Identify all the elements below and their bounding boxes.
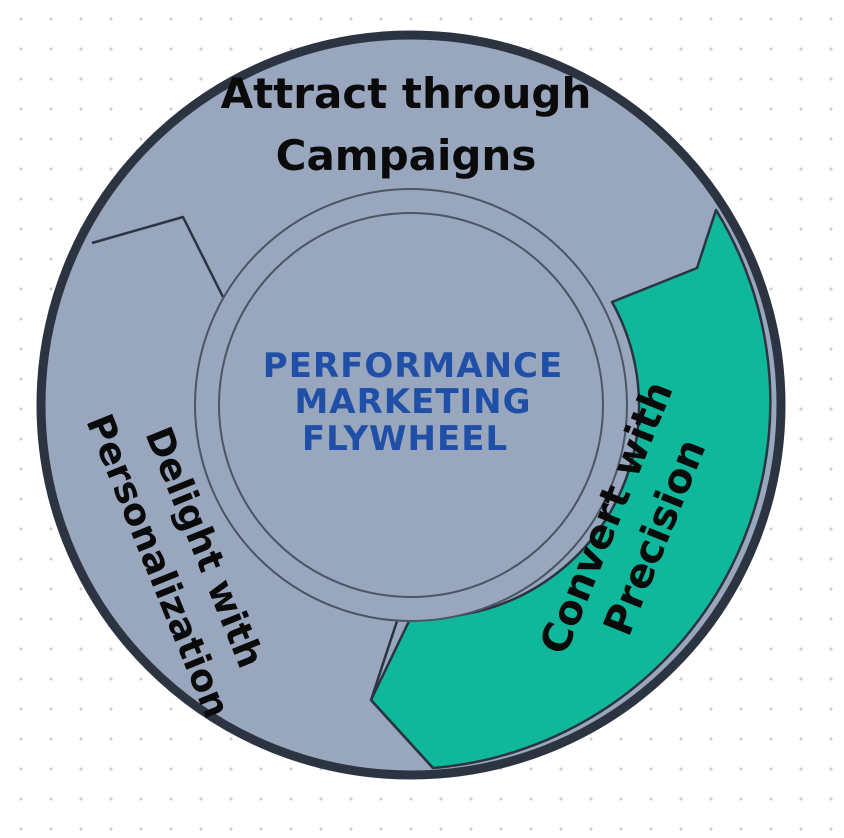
center-title-line-3: FLYWHEEL xyxy=(302,419,508,459)
segment-divider-attract-delight xyxy=(91,215,225,298)
center-title-line-2: MARKETING xyxy=(294,382,531,422)
convert-segment xyxy=(369,208,772,770)
center-title-line-1: PERFORMANCE xyxy=(263,346,563,386)
hub-inner-ring xyxy=(218,212,604,598)
attract-label-line-2: Campaigns xyxy=(276,131,537,180)
attract-label-line-1: Attract through xyxy=(221,69,592,118)
segment-divider-delight-convert xyxy=(369,611,434,769)
